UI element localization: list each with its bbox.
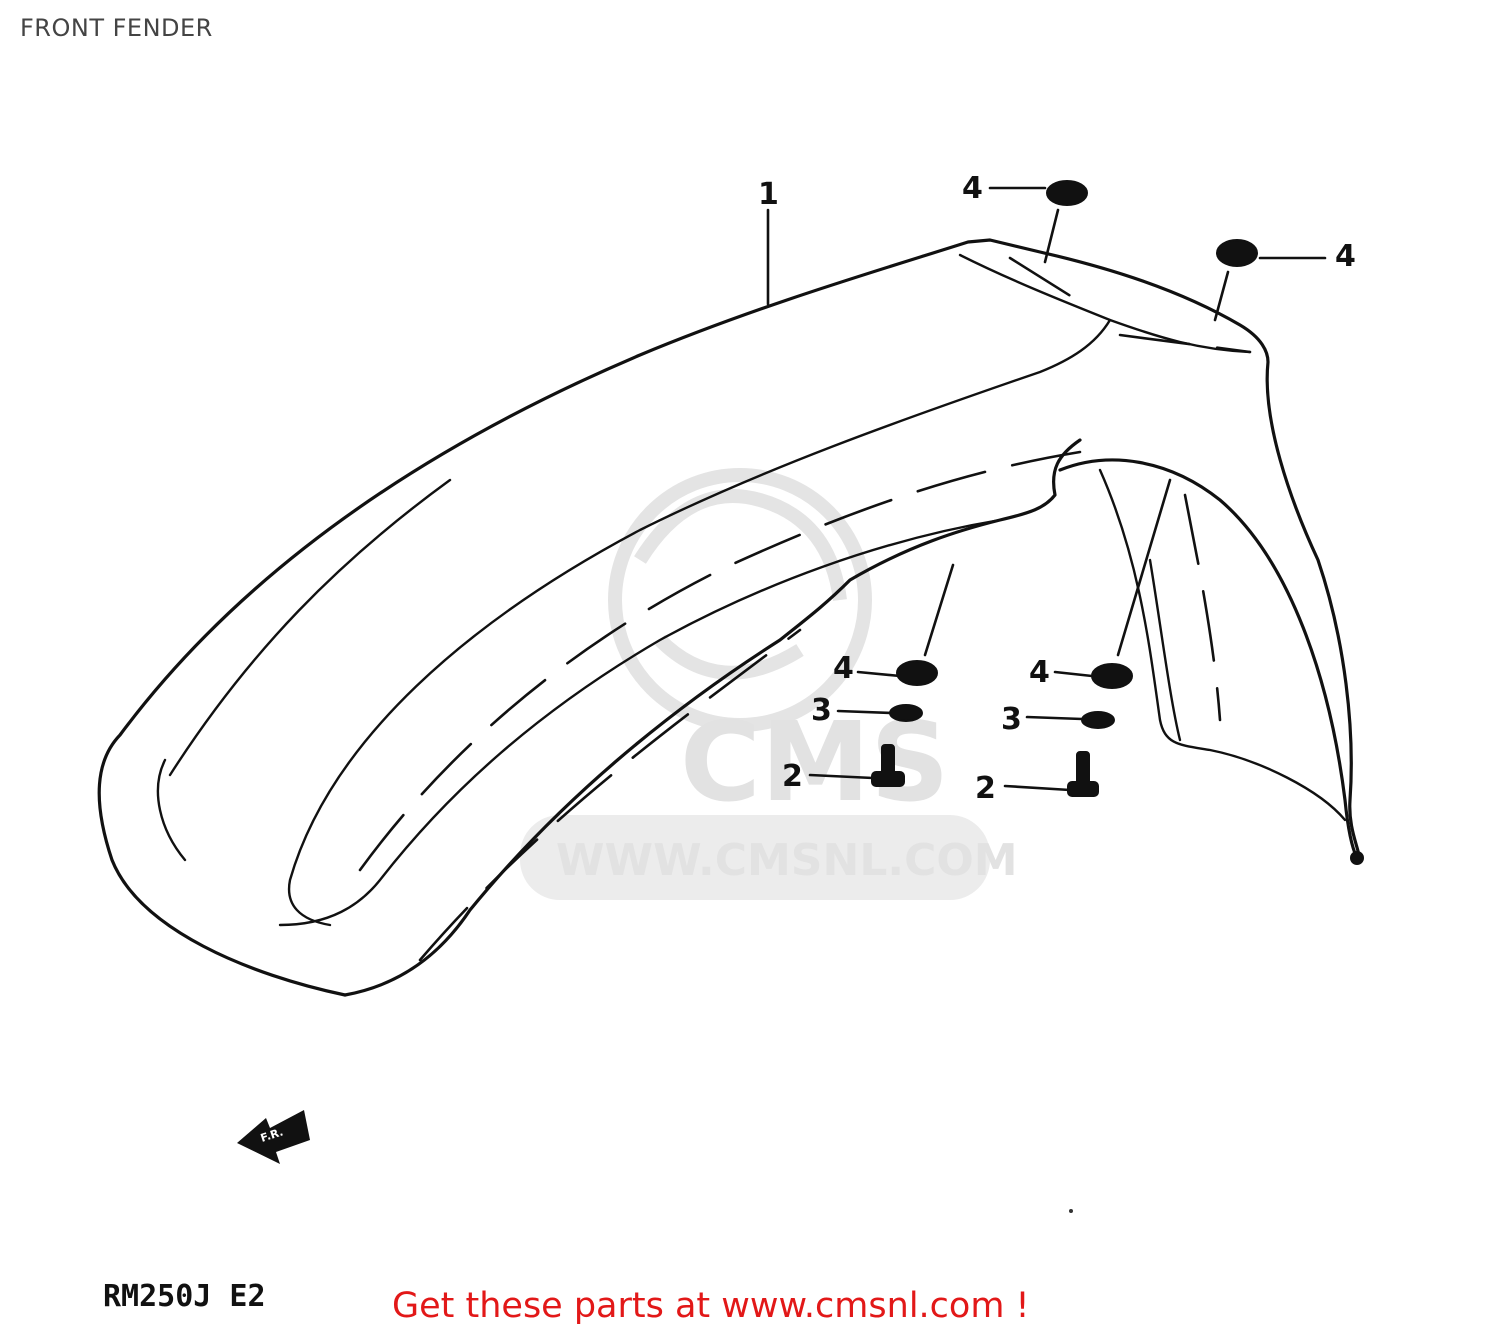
watermark: CMS WWW.CMSNL.COM [520,468,1018,900]
leader-lines [766,186,1327,792]
front-fender-drawing [97,238,1362,997]
washer-icon [889,704,923,722]
washer-icon [1081,711,1115,729]
callout-1: 1 [758,177,779,212]
watermark-url: WWW.CMSNL.COM [556,835,1018,886]
hardware [871,180,1364,865]
callout-3-left: 3 [811,693,832,728]
callout-4-lower-left: 4 [833,651,854,686]
page-title: FRONT FENDER [20,14,213,42]
nut-icon [1216,239,1258,267]
nut-icon [1046,180,1088,206]
nut-icon [896,660,938,686]
callout-3-right: 3 [1001,702,1022,737]
callout-4-lower-right: 4 [1029,655,1050,690]
bolt-icon [871,744,905,787]
footer-cta-link[interactable]: Get these parts at www.cmsnl.com ! [392,1286,1030,1326]
callout-2-left: 2 [782,759,803,794]
callout-labels: 1 4 4 4 4 3 3 2 2 [758,171,1356,806]
bolt-icon [1067,751,1099,797]
model-code: RM250J E2 [103,1279,266,1314]
callout-4-top-left: 4 [962,171,983,206]
nut-icon [1091,663,1133,689]
direction-arrow: F.R. [237,1110,310,1164]
callout-2-right: 2 [975,771,996,806]
callout-4-top-right: 4 [1335,239,1356,274]
